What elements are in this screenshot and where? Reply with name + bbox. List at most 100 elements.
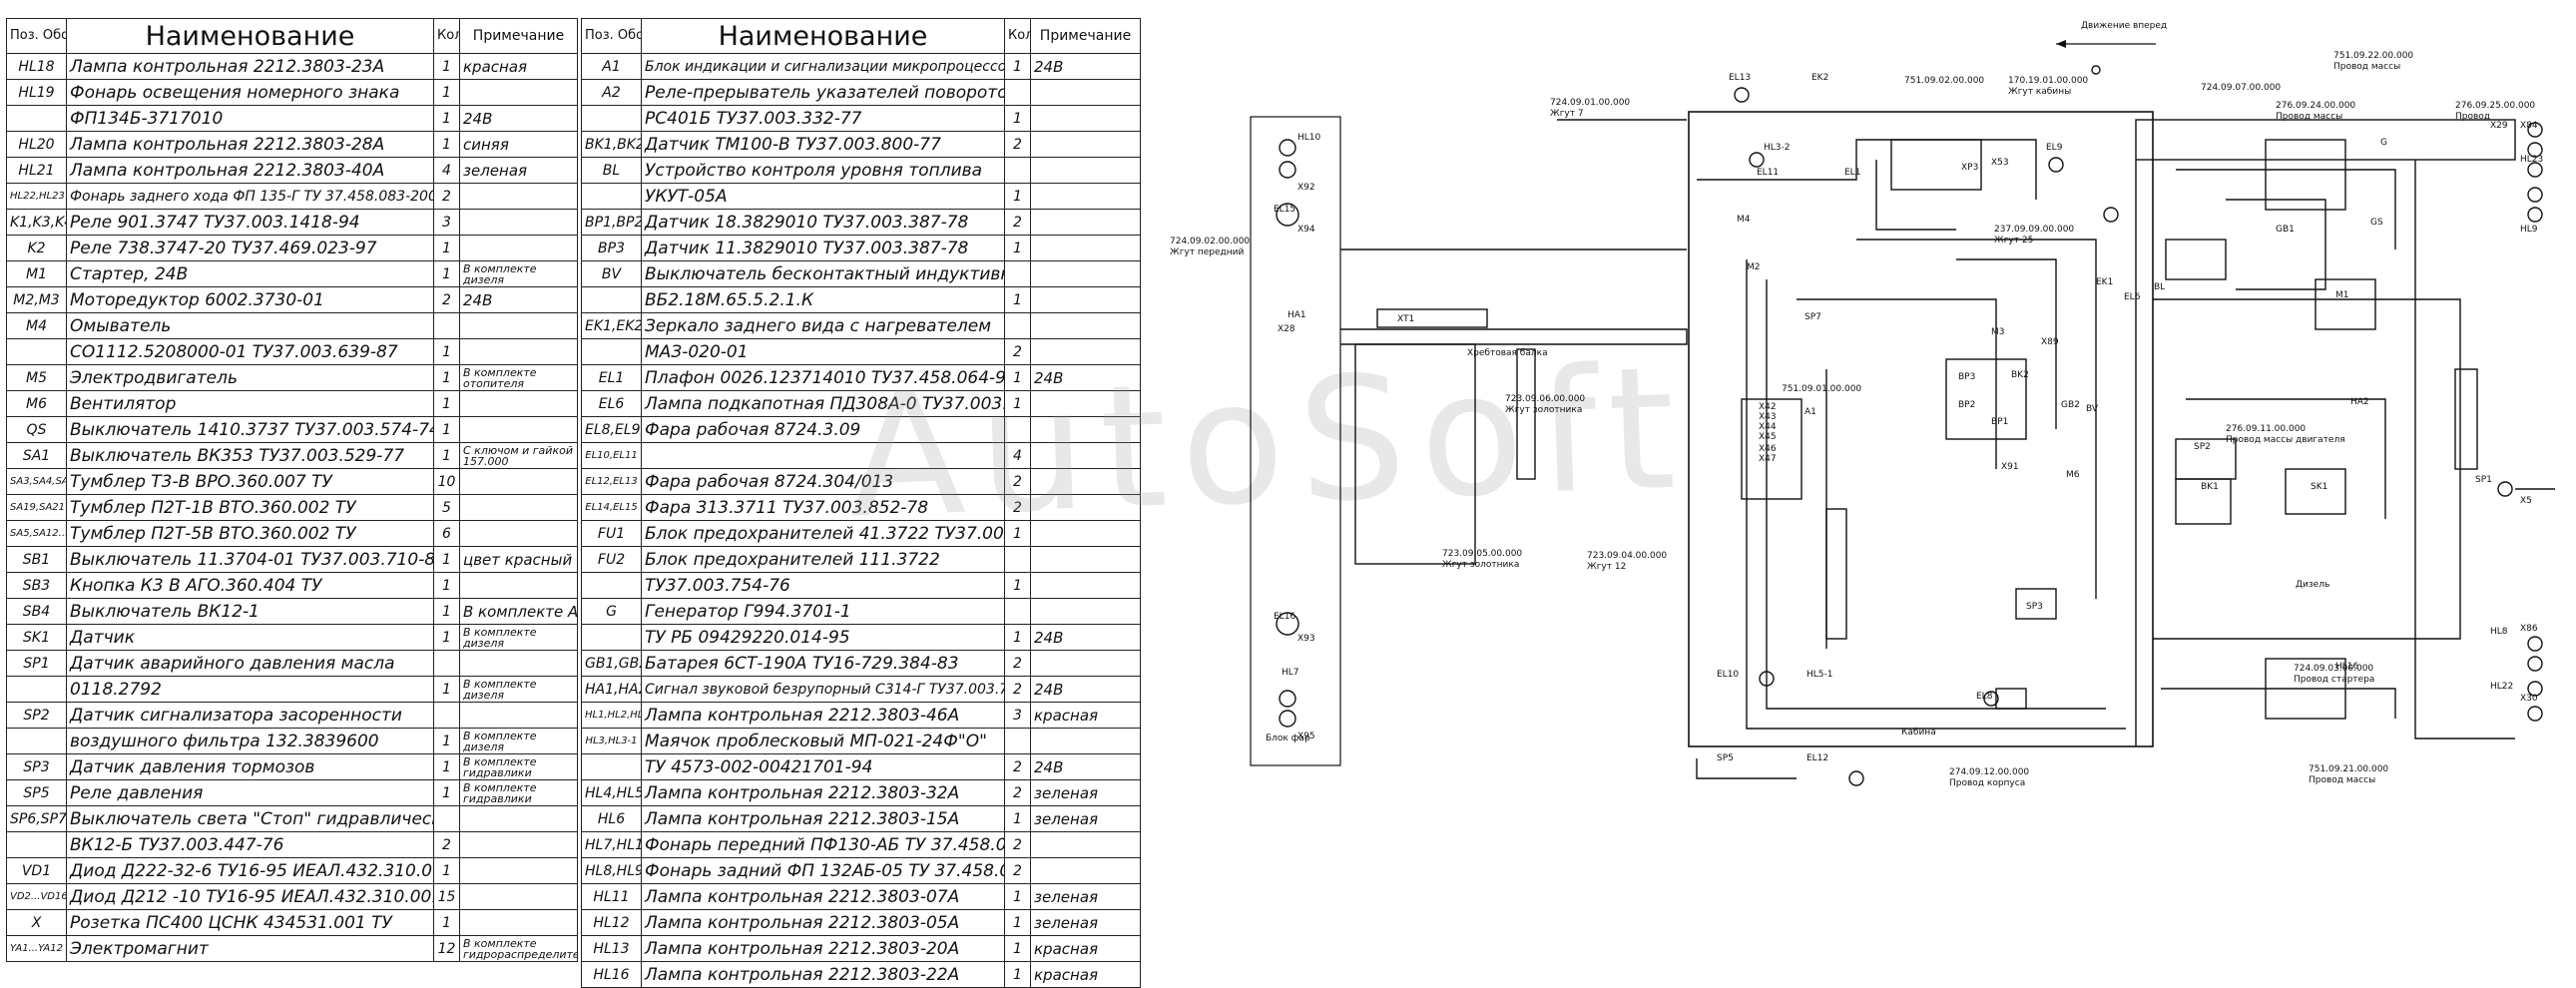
component-label: X92 [1297, 183, 1315, 193]
component-label: BK1 [2201, 482, 2219, 492]
battery-GB1 [2265, 139, 2346, 211]
cell-note [1030, 546, 1141, 573]
cell-pos: BP3 [581, 235, 642, 261]
cell-pos: HL8,HL9 [581, 857, 642, 884]
cell-pos: SP1 [6, 650, 67, 677]
component-label: X5 [2520, 496, 2532, 506]
cell-pos: SA19,SA21 [6, 494, 67, 521]
cell-pos [581, 338, 642, 365]
cell-qty: 10 [433, 468, 460, 495]
cell-note [459, 312, 578, 339]
cell-note [1030, 650, 1141, 677]
cell-name: ФП134Б-3717010 [66, 105, 434, 132]
cell-note [459, 468, 578, 495]
cell-pos: SP6,SP7 [6, 805, 67, 832]
cell-qty: 1 [433, 105, 460, 132]
component-label: XP3 [1961, 163, 1978, 173]
rear-top-frame [2135, 119, 2516, 161]
harness-code: 724.09.07.00.000 [2201, 83, 2281, 93]
component-label: SP3 [2026, 602, 2043, 612]
table-row: K1,K3,K4Реле 901.3747 ТУ37.003.1418-943 [6, 209, 578, 236]
cell-qty: 1 [433, 442, 460, 469]
header-name: Наименование [66, 18, 434, 54]
cell-name: Лампа подкапотная ПД308А-0 ТУ37.003.187-… [641, 390, 1005, 417]
cell-pos: M6 [6, 390, 67, 417]
cell-note [1030, 831, 1141, 858]
cell-note: зеленая [1030, 883, 1141, 910]
component-label: X44 [1759, 422, 1777, 432]
cell-note: зеленая [459, 157, 578, 184]
component-label: HL10 [1297, 133, 1321, 143]
cell-name: Фара рабочая 8724.304/013 [641, 468, 1005, 495]
table-header-row: Поз. Обозна-чение Наименование Кол. Прим… [581, 18, 1141, 54]
component-label: M4 [1737, 215, 1751, 225]
component-label: EL6 [2124, 292, 2141, 302]
cell-pos: HL19 [6, 79, 67, 106]
cell-name: Лампа контрольная 2212.3803-23А [66, 53, 434, 80]
component-label: HL9 [2520, 225, 2538, 235]
cell-note [1030, 390, 1141, 417]
cell-qty [1004, 79, 1031, 106]
component-label: SP5 [1717, 753, 1734, 763]
cell-qty: 1 [1004, 883, 1031, 910]
component-label: EL1 [1844, 168, 1860, 178]
cell-pos [581, 572, 642, 599]
cell-pos: SP5 [6, 779, 67, 806]
cell-pos: K1,K3,K4 [6, 209, 67, 236]
zone-frame-label: Хребтовая балка [1467, 348, 1548, 358]
component-label: SK1 [2311, 482, 2327, 492]
harness-name: Провод массы двигателя [2226, 435, 2345, 445]
component-label: BK2 [2011, 370, 2029, 380]
zone-cab-label: Кабина [1901, 728, 1936, 738]
component-label: A1 [1804, 407, 1816, 417]
cell-name: Выключатель ВК353 ТУ37.003.529-77 [66, 442, 434, 469]
cell-qty: 15 [433, 883, 460, 910]
table-row: SA3,SA4,SA6-SA8,SA9,SA10Тумблер Т3-В ВРО… [6, 468, 578, 495]
harness-code: 751.09.21.00.000 [2309, 764, 2388, 774]
cell-name: Батарея 6СТ-190А ТУ16-729.384-83 [641, 650, 1005, 677]
component-label: HL8 [2490, 627, 2508, 637]
harness-name: Жгут 12 [1587, 562, 1626, 572]
cell-note [1030, 572, 1141, 599]
harness-name: Провод [2455, 112, 2490, 122]
cell-name: Электродвигатель [66, 364, 434, 391]
cell-note [459, 235, 578, 261]
component-label: XT1 [1397, 314, 1414, 324]
component-label: X93 [1297, 634, 1315, 644]
spec-table-right: Поз. Обозна-чение Наименование Кол. Прим… [581, 18, 1141, 988]
cell-pos: SA3,SA4,SA6-SA8,SA9,SA10 [6, 468, 67, 495]
cell-name: Реле 738.3747-20 ТУ37.469.023-97 [66, 235, 434, 261]
cell-name: Фонарь передний ПФ130-АБ ТУ 37.458.083-2… [641, 831, 1005, 858]
cell-note: 24В [1030, 753, 1141, 780]
spec-table-left: Поз. Обозна-чение Наименование Кол. Прим… [6, 18, 578, 962]
harness-name: Жгут золотника [1442, 560, 1519, 570]
harness-name: Провод массы [2276, 112, 2342, 122]
cell-qty: 2 [433, 286, 460, 313]
cell-qty: 1 [1004, 183, 1031, 210]
cell-qty: 2 [1004, 857, 1031, 884]
cell-pos: SB3 [6, 572, 67, 599]
cell-pos: G [581, 598, 642, 625]
table-row: HL1,HL2,HL4Лампа контрольная 2212.3803-4… [581, 702, 1141, 729]
cell-pos [6, 831, 67, 858]
harness-code: 276.09.24.00.000 [2276, 101, 2355, 111]
cell-qty: 1 [433, 753, 460, 780]
cell-name: Датчик давления тормозов [66, 753, 434, 780]
harness-code: 237.09.09.00.000 [1994, 225, 2074, 235]
component-label: M6 [2066, 470, 2080, 480]
cell-name: воздушного фильтра 132.3839600 [66, 728, 434, 754]
cell-qty [1004, 728, 1031, 754]
component-label: X45 [1759, 432, 1777, 442]
connector-strip-rear [2454, 368, 2478, 470]
component-label: EL8 [1976, 692, 1993, 702]
